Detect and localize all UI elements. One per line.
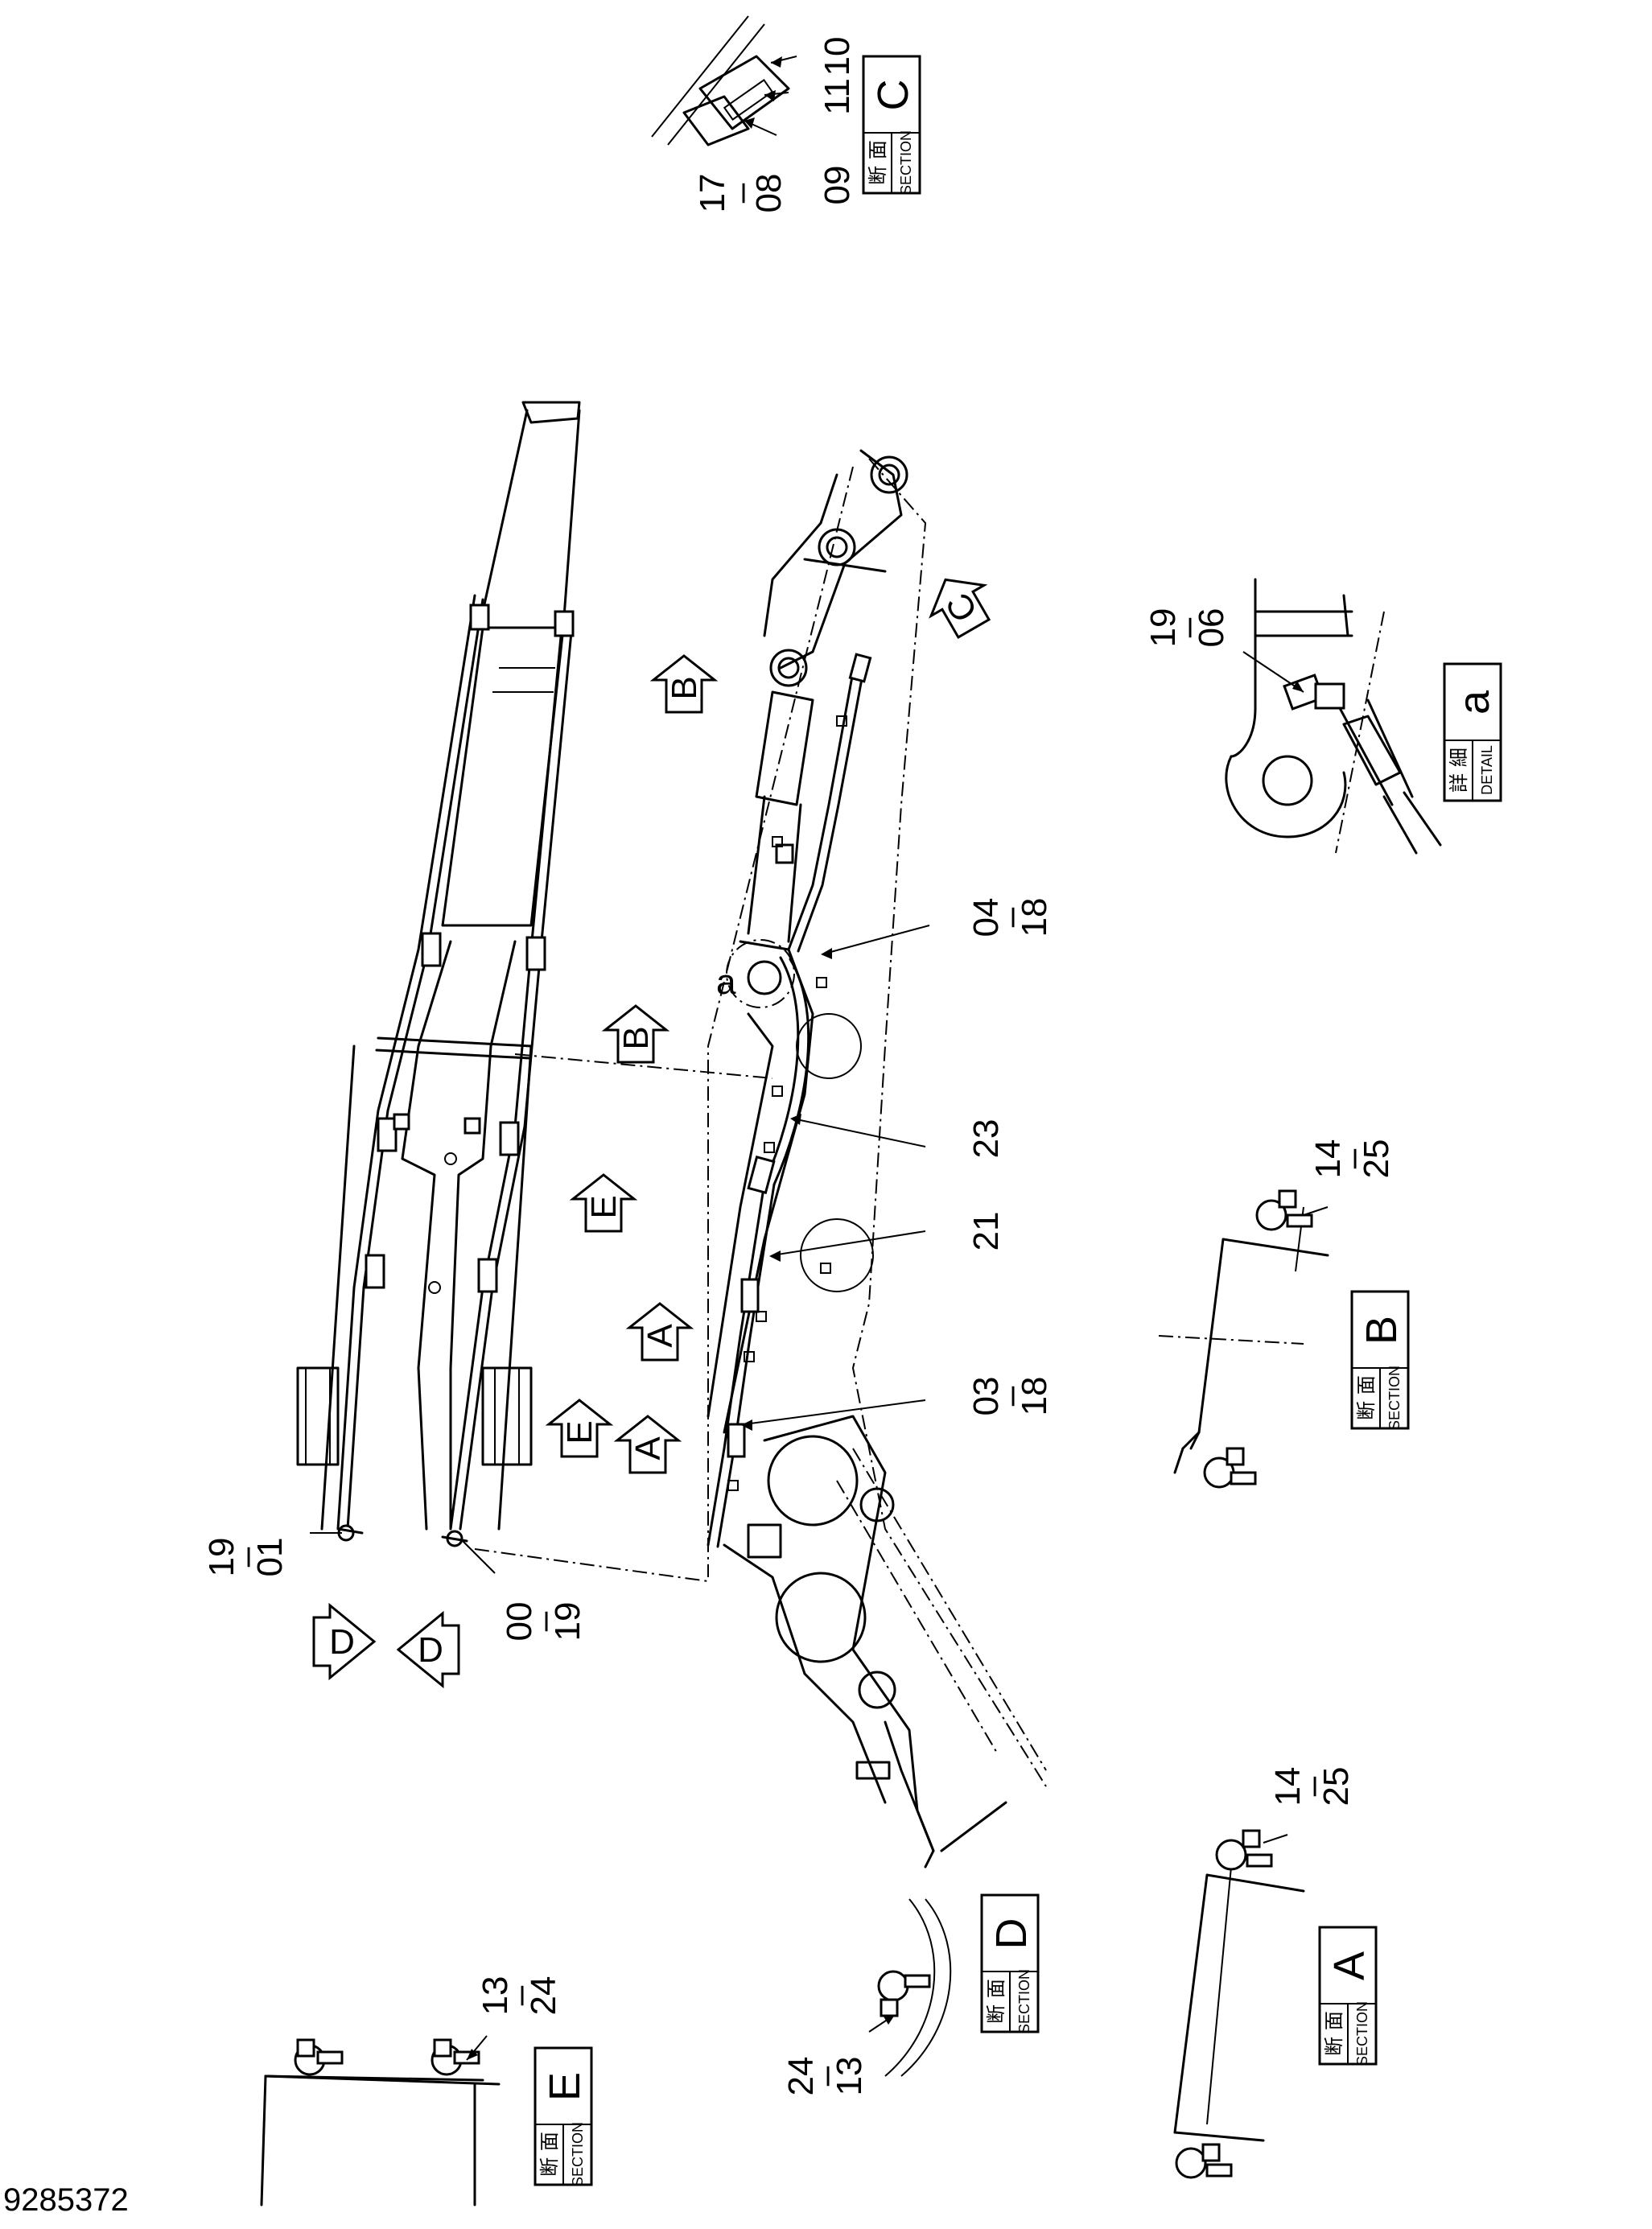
svg-text:00: 00	[500, 1602, 539, 1642]
section-box-e: E 断 面 SECTION	[534, 2046, 593, 2186]
svg-text:10: 10	[818, 37, 857, 76]
section-box-b: B 断 面 SECTION	[1350, 1290, 1410, 1430]
svg-text:18: 18	[1015, 898, 1054, 937]
svg-text:23: 23	[966, 1119, 1006, 1159]
svg-text:18: 18	[1015, 1377, 1054, 1416]
svg-text:21: 21	[966, 1212, 1006, 1251]
view-arrow-d1: D	[312, 1602, 377, 1681]
part-labels-b: 14 – 25	[1308, 1139, 1396, 1179]
svg-text:08: 08	[749, 174, 789, 213]
svg-text:断 面: 断 面	[1355, 1375, 1378, 1420]
svg-text:C: C	[869, 80, 917, 111]
svg-text:25: 25	[1316, 1767, 1356, 1807]
svg-text:B: B	[1357, 1316, 1406, 1345]
svg-text:E: E	[584, 1195, 624, 1218]
section-c-view	[651, 15, 797, 146]
view-arrow-e2: E	[545, 1399, 614, 1458]
svg-text:D: D	[987, 1918, 1036, 1950]
section-a-view	[1173, 1829, 1305, 2179]
svg-text:断 面: 断 面	[538, 2132, 561, 2177]
svg-text:11: 11	[818, 78, 857, 115]
detail-a-view	[1225, 578, 1442, 855]
svg-text:B: B	[665, 676, 704, 699]
svg-text:24: 24	[781, 2057, 821, 2096]
svg-text:24: 24	[524, 1976, 563, 2016]
section-box-a: A 断 面 SECTION	[1318, 1926, 1378, 2066]
part-labels-a: 14 – 25	[1268, 1767, 1356, 1807]
section-b-view	[1158, 1189, 1329, 1489]
svg-text:–: –	[991, 1386, 1030, 1406]
svg-text:01: 01	[250, 1538, 290, 1577]
svg-text:A: A	[1325, 1951, 1374, 1980]
svg-text:–: –	[1168, 617, 1207, 637]
svg-text:03: 03	[966, 1377, 1006, 1416]
svg-text:13: 13	[830, 2057, 869, 2096]
view-arrow-e1: E	[569, 1173, 638, 1233]
section-d-view	[868, 1898, 952, 2077]
svg-text:–: –	[500, 1985, 539, 2005]
svg-text:DETAIL: DETAIL	[1479, 745, 1495, 795]
svg-text:SECTION: SECTION	[1016, 1969, 1032, 2033]
section-box-d: D 断 面 SECTION	[980, 1893, 1040, 2033]
view-arrows: B B E A E A C	[312, 578, 991, 1689]
view-arrow-c: C	[929, 578, 991, 640]
section-e-view	[260, 2035, 501, 2206]
svg-text:D: D	[329, 1622, 355, 1662]
drawing-number: 9285372	[3, 2182, 129, 2218]
svg-text:19: 19	[1143, 608, 1183, 648]
svg-text:–: –	[226, 1547, 266, 1567]
svg-text:断 面: 断 面	[985, 1979, 1007, 2024]
svg-text:–: –	[1333, 1148, 1372, 1168]
svg-text:E: E	[541, 2072, 589, 2101]
view-arrow-b1: B	[649, 654, 719, 714]
svg-text:19: 19	[202, 1538, 241, 1577]
svg-text:断 面: 断 面	[1323, 2011, 1345, 2056]
part-labels-main: 04 – 18 23 21 03 – 18 19 – 01 00 – 19	[202, 898, 1054, 1642]
part-labels-detail-a: 19 – 06	[1143, 608, 1231, 648]
view-arrow-d2: D	[396, 1610, 460, 1689]
part-labels-e: 13 – 24	[476, 1976, 563, 2016]
svg-text:SECTION: SECTION	[570, 2122, 586, 2186]
svg-text:25: 25	[1357, 1139, 1396, 1179]
svg-text:SECTION: SECTION	[898, 130, 914, 195]
section-box-c: C 断 面 SECTION	[862, 55, 921, 195]
svg-text:詳 細: 詳 細	[1448, 748, 1470, 793]
svg-text:–: –	[721, 183, 760, 203]
svg-text:04: 04	[966, 898, 1006, 937]
svg-text:17: 17	[693, 174, 732, 213]
view-arrow-a2: A	[613, 1415, 682, 1474]
svg-text:14: 14	[1308, 1139, 1348, 1179]
svg-text:a: a	[1450, 690, 1498, 715]
svg-text:13: 13	[476, 1976, 515, 2016]
svg-text:SECTION: SECTION	[1386, 1366, 1403, 1430]
svg-text:–: –	[991, 907, 1030, 927]
detail-box-a: a 詳 細 DETAIL	[1443, 662, 1502, 802]
svg-text:B: B	[616, 1026, 656, 1049]
svg-text:–: –	[805, 2066, 845, 2086]
part-labels-c: 10 11 17 – 08 09	[693, 37, 857, 213]
svg-text:14: 14	[1268, 1767, 1308, 1807]
svg-text:–: –	[524, 1611, 563, 1631]
svg-text:D: D	[418, 1630, 443, 1670]
svg-text:A: A	[641, 1324, 680, 1348]
svg-text:A: A	[628, 1436, 668, 1461]
boom-side-view	[707, 449, 1047, 1868]
svg-text:断 面: 断 面	[867, 140, 889, 185]
detail-a-marker: a	[716, 962, 736, 1002]
svg-text:09: 09	[818, 166, 857, 205]
svg-text:06: 06	[1192, 608, 1231, 648]
boom-top-view	[296, 401, 773, 1582]
svg-text:–: –	[1292, 1776, 1332, 1796]
part-labels-d: 24 – 13	[781, 2057, 869, 2096]
view-arrow-a1: A	[625, 1302, 694, 1362]
view-arrow-b2: B	[601, 1004, 670, 1064]
svg-text:19: 19	[548, 1602, 587, 1642]
svg-text:SECTION: SECTION	[1354, 2001, 1370, 2066]
svg-text:E: E	[560, 1420, 599, 1444]
